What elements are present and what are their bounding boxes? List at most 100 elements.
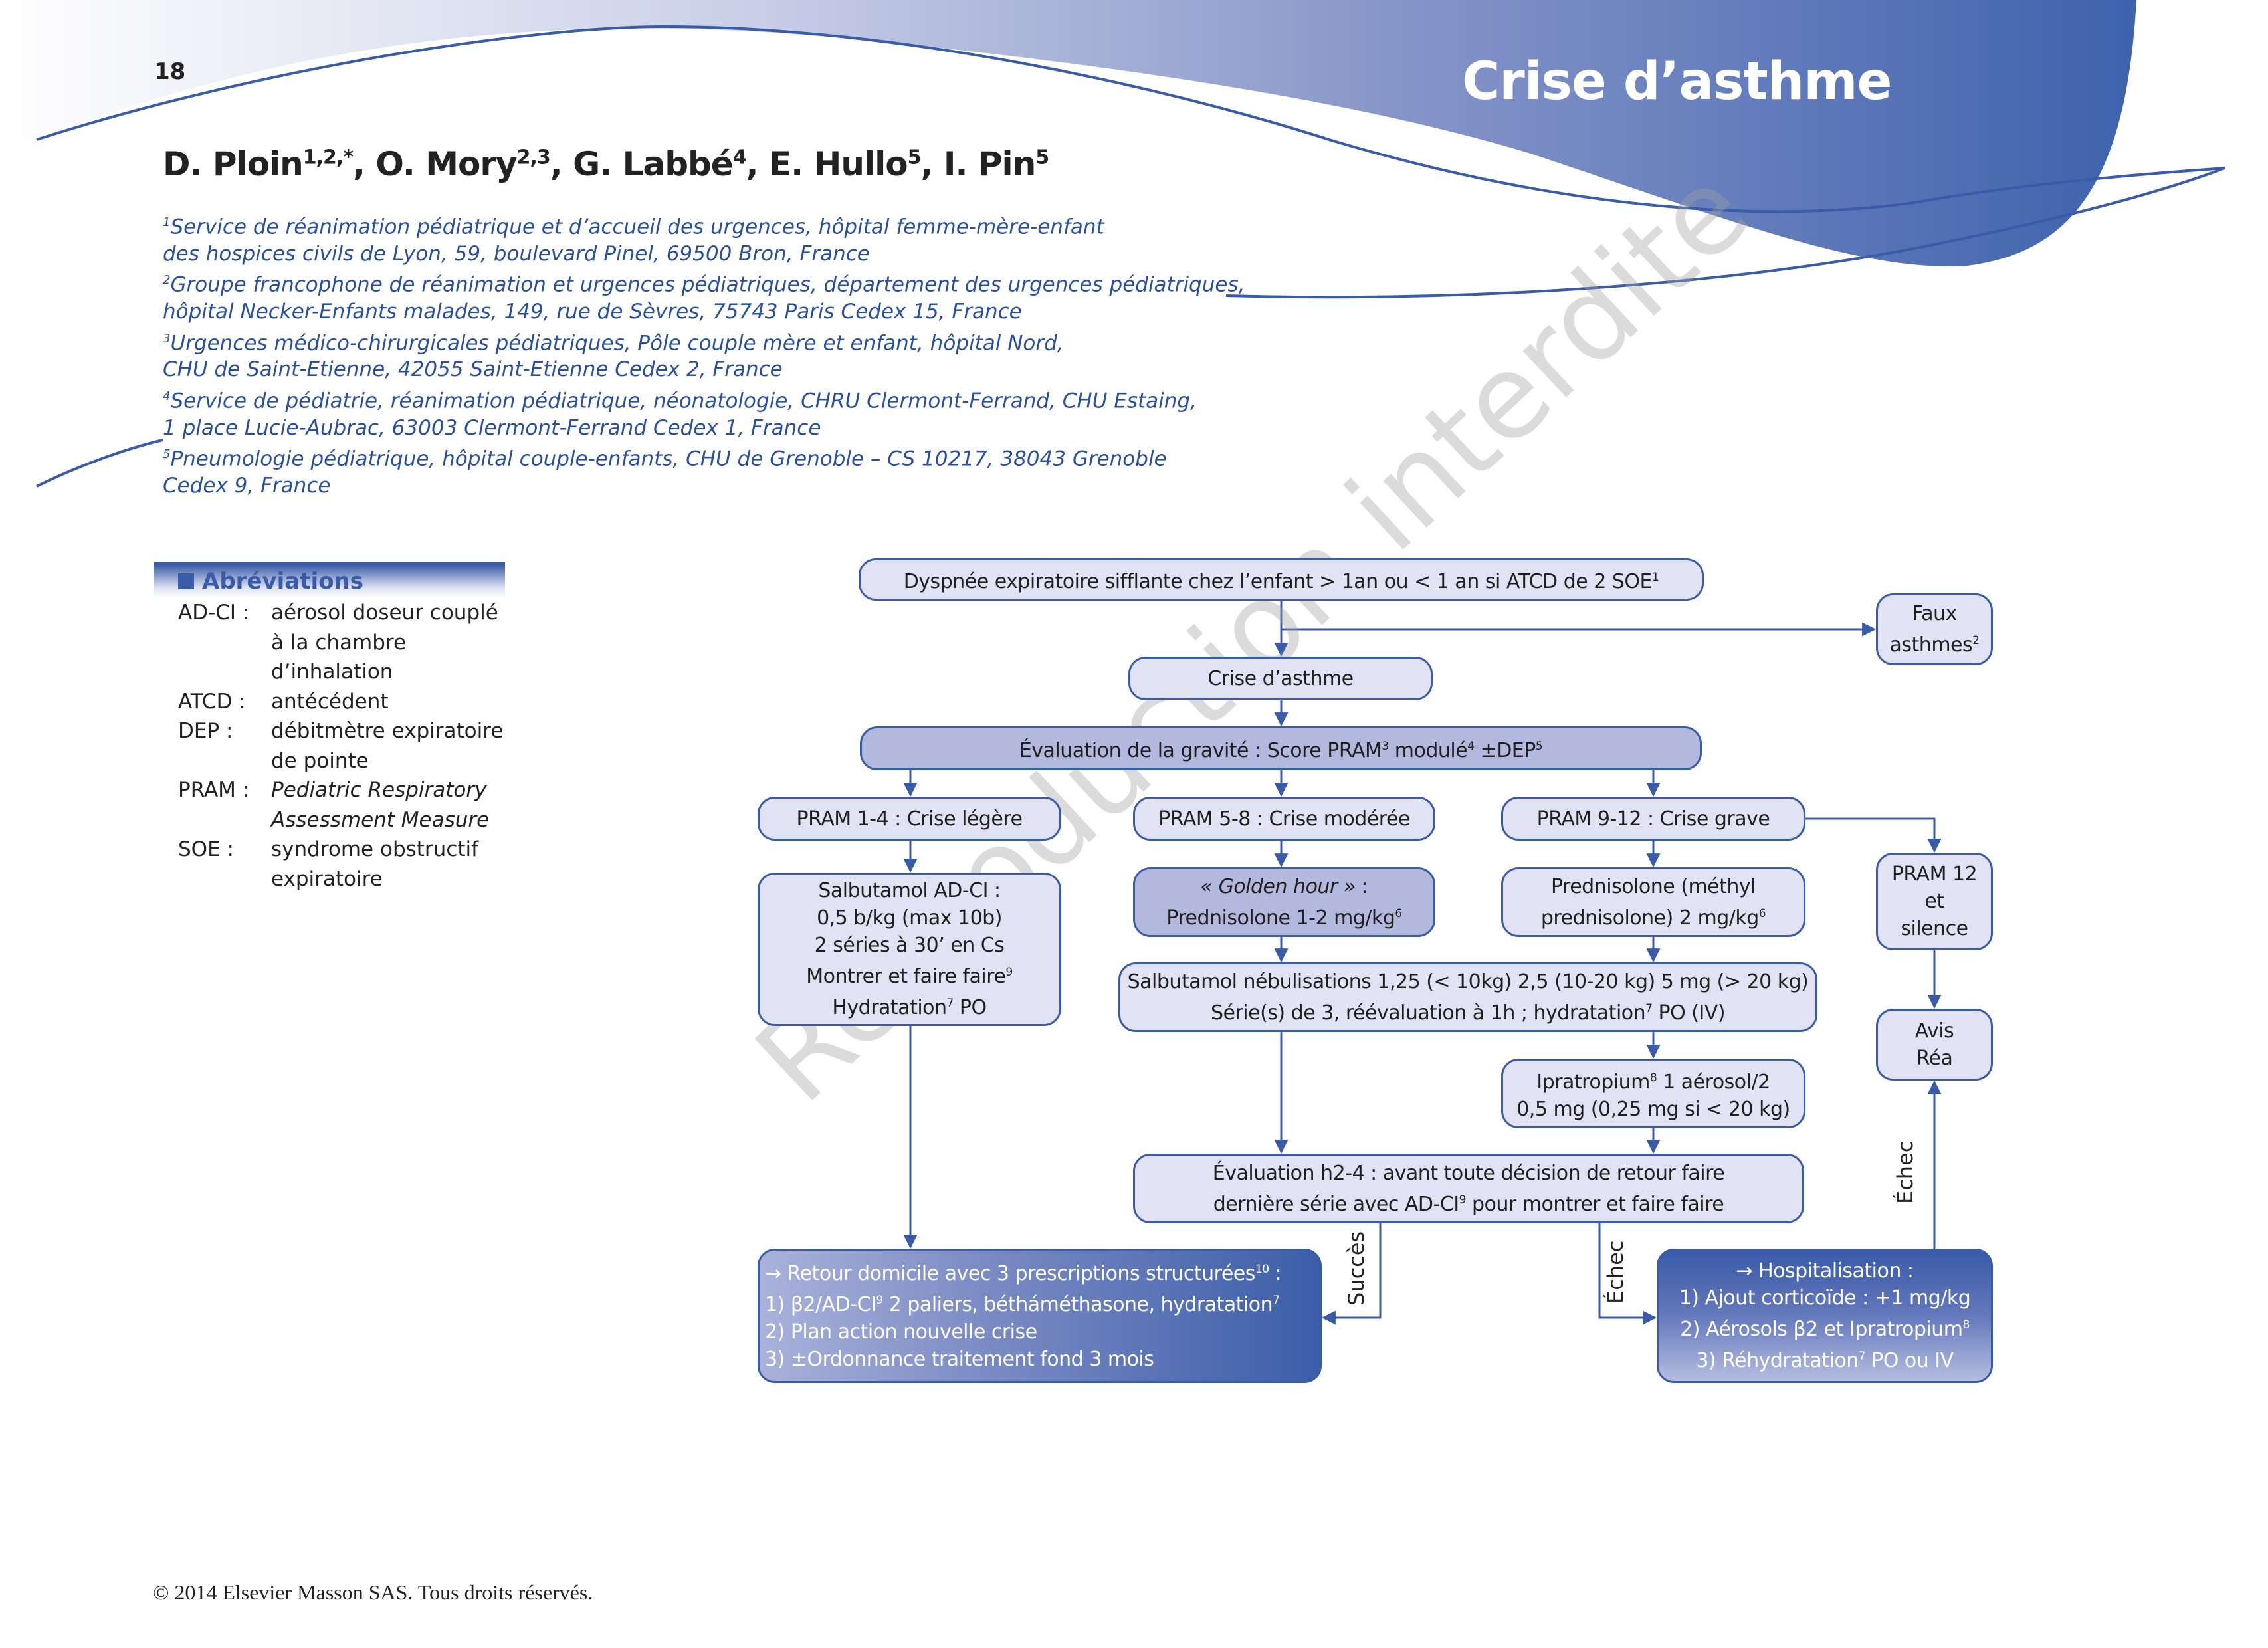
node-text-part: ±DEP <box>1474 738 1536 762</box>
node-text: Salbutamol AD-CI : <box>818 879 1001 902</box>
affiliation-line: Cedex 9, France <box>163 474 331 498</box>
abbreviation-value: Pediatric Respiratory Assessment Measure <box>271 778 490 832</box>
node-text-part: dernière série avec AD-CI <box>1213 1192 1459 1216</box>
footnote-sup: 4 <box>1467 739 1475 753</box>
abbreviation-value: syndrome obstructif expiratoire <box>271 837 479 891</box>
affiliation-sup: 3 <box>163 331 171 346</box>
abbreviation-key: SOE : <box>178 837 234 861</box>
edge-label-succes: Succès <box>1344 1231 1369 1306</box>
swoosh-shape <box>0 0 2136 266</box>
copyright-footer: © 2014 Elsevier Masson SAS. Tous droits … <box>153 1580 593 1604</box>
flow-node-golden-hour: « Golden hour » : Prednisolone 1-2 mg/kg… <box>1133 867 1435 937</box>
flow-node-evaluation: Évaluation de la gravité : Score PRAM3 m… <box>860 726 1702 770</box>
arrow-grave-to-pram12 <box>1805 817 1942 853</box>
node-text: 3) Réhydratation7 PO ou IV <box>1696 1343 1954 1374</box>
author-sup: 5 <box>1035 146 1049 169</box>
node-text: PRAM 9-12 : Crise grave <box>1536 807 1770 831</box>
flow-node-pram-moderee: PRAM 5-8 : Crise modérée <box>1133 797 1435 841</box>
node-text: 0,5 b/kg (max 10b) <box>817 906 1002 930</box>
affiliation-line: 3Urgences médico-chirurgicales pédiatriq… <box>163 326 1259 357</box>
node-text-part: Évaluation de la gravité : Score PRAM <box>1019 738 1382 762</box>
abbreviations-header: Abréviations <box>154 562 505 598</box>
abbreviation-key: PRAM : <box>178 778 250 802</box>
flow-node-salbutamol-adci: Salbutamol AD-CI : 0,5 b/kg (max 10b) 2 … <box>758 873 1061 1026</box>
affiliation-sup: 1 <box>163 215 171 229</box>
node-text: Salbutamol nébulisations 1,25 (< 10kg) 2… <box>1127 970 1809 993</box>
affiliation-text: Groupe francophone de réanimation et urg… <box>170 272 1245 297</box>
abbreviation-key: AD-CI : <box>178 601 250 625</box>
node-text: 3) ±Ordonnance traitement fond 3 mois <box>765 1348 1154 1371</box>
abbreviation-value: aérosol doseur couplé à la chambre d’inh… <box>271 601 498 684</box>
affiliation-text: Urgences médico-chirurgicales pédiatriqu… <box>170 330 1064 355</box>
footnote-sup: 5 <box>1535 739 1543 753</box>
flow-node-prednisolone: Prednisolone (méthyl prednisolone) 2 mg/… <box>1501 867 1805 937</box>
abbreviation-key: ATCD : <box>178 689 246 714</box>
node-text: PRAM 12 <box>1891 863 1978 886</box>
node-text: silence <box>1901 917 1968 940</box>
node-text: Ipratropium8 1 aérosol/2 <box>1536 1065 1770 1096</box>
node-text-part: PO <box>953 996 987 1019</box>
node-text-part: Montrer et faire faire <box>806 965 1006 988</box>
node-text: 0,5 mg (0,25 mg si < 20 kg) <box>1516 1097 1790 1121</box>
abbreviation-item: DEP :débitmètre expiratoire de pointe <box>154 716 505 775</box>
node-text-part: Hydratation <box>832 996 947 1019</box>
node-text-part: pour montrer et faire faire <box>1465 1192 1724 1216</box>
footnote-sup: 7 <box>1273 1294 1280 1307</box>
author-name: I. Pin <box>943 145 1036 183</box>
node-text: Évaluation h2-4 : avant toute décision d… <box>1212 1161 1725 1185</box>
node-text-part: prednisolone) 2 mg/kg <box>1540 906 1759 930</box>
footnote-sup: 2 <box>1972 634 1980 647</box>
node-text-part: PO (IV) <box>1652 1001 1726 1025</box>
node-text: « Golden hour » : <box>1201 873 1368 900</box>
swoosh-curve-lower <box>1225 167 2225 299</box>
node-text-main: asthmes <box>1889 633 1973 657</box>
footnote-sup: 3 <box>1382 739 1389 753</box>
abbreviations-list: AD-CI : aérosol doseur couplé à la chambr… <box>154 598 505 894</box>
node-text-part: 1) β2/AD-CI <box>765 1293 876 1316</box>
affiliation-text: Pneumologie pédiatrique, hôpital couple-… <box>170 447 1167 471</box>
footnote-sup: 9 <box>1005 966 1013 979</box>
footnote-sup: 1 <box>1651 570 1659 584</box>
node-text-italic: « Golden hour » <box>1200 875 1356 898</box>
affiliation-line: 1Service de réanimation pédiatrique et d… <box>163 209 1259 241</box>
affiliation-sup: 2 <box>163 273 171 288</box>
abbreviation-item: ATCD :antécédent <box>154 687 505 717</box>
abbreviation-item: SOE : syndrome obstructif expiratoire <box>154 835 505 894</box>
node-text: Série(s) de 3, réévaluation à 1h ; hydra… <box>1211 995 1726 1027</box>
affiliation-text: Service de réanimation pédiatrique et d’… <box>170 215 1104 239</box>
node-text: Faux <box>1912 602 1957 625</box>
flow-node-pram-grave: PRAM 9-12 : Crise grave <box>1501 797 1805 841</box>
swoosh-curve-left <box>36 439 163 488</box>
affiliation-line: hôpital Necker-Enfants malades, 149, rue… <box>163 300 1022 324</box>
node-text: Dyspnée expiratoire sifflante chez l’enf… <box>904 564 1659 595</box>
author-name: G. Labbé <box>573 145 734 183</box>
flow-node-evaluation-h2-4: Évaluation h2-4 : avant toute décision d… <box>1133 1154 1804 1223</box>
author-sup: 4 <box>732 146 747 169</box>
footnote-sup: 7 <box>946 997 954 1010</box>
node-text-part: 3) Réhydratation <box>1696 1349 1859 1372</box>
swoosh-curve-top <box>36 25 2225 213</box>
node-text: Prednisolone 1-2 mg/kg6 <box>1166 900 1402 932</box>
node-text: PRAM 5-8 : Crise modérée <box>1158 807 1410 831</box>
abbreviation-key: DEP : <box>178 719 233 743</box>
flow-node-salbutamol-nebulisations: Salbutamol nébulisations 1,25 (< 10kg) 2… <box>1118 962 1817 1032</box>
footnote-sup: 7 <box>1858 1350 1866 1363</box>
affiliation-line: 4Service de pédiatrie, réanimation pédia… <box>163 383 1259 415</box>
affiliation-line: 1 place Lucie-Aubrac, 63003 Clermont-Fer… <box>163 415 821 440</box>
author-name: O. Mory <box>375 145 517 183</box>
author-sup: 2,3 <box>516 146 551 169</box>
page-title: Crise d’asthme <box>1462 52 1892 112</box>
node-text: → Hospitalisation : <box>1736 1259 1914 1283</box>
node-text: 2) Plan action nouvelle crise <box>765 1320 1037 1344</box>
flow-node-avis-rea: Avis Réa <box>1876 1009 1993 1081</box>
abbreviation-item: PRAM : Pediatric Respiratory Assessment M… <box>154 775 505 835</box>
flow-node-crise: Crise d’asthme <box>1128 657 1433 700</box>
flow-node-faux-asthmes: Faux asthmes2 <box>1876 593 1993 665</box>
affiliation-line: CHU de Saint-Etienne, 42055 Saint-Etienn… <box>163 358 783 382</box>
author-sup: 5 <box>907 146 922 169</box>
footnote-sup: 8 <box>1649 1071 1657 1084</box>
flow-node-retour-domicile: → Retour domicile avec 3 prescriptions s… <box>758 1249 1322 1383</box>
node-text: dernière série avec AD-CI9 pour montrer … <box>1213 1187 1724 1218</box>
